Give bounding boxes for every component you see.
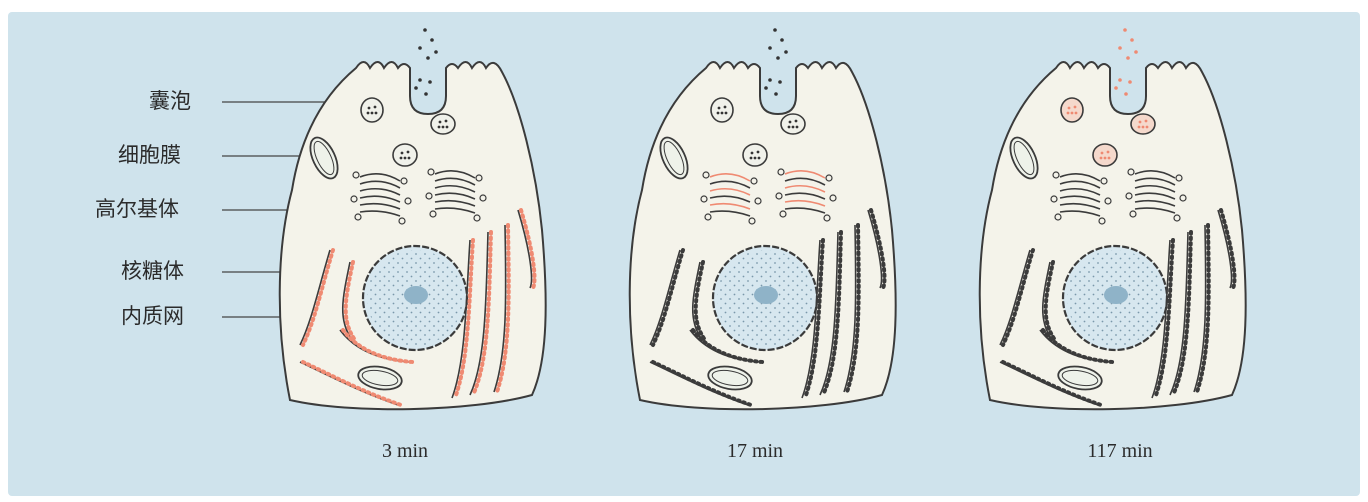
secretory-vesicle — [743, 144, 767, 166]
caption-17-min: 17 min — [695, 440, 815, 463]
nucleolus — [754, 286, 778, 304]
secretory-vesicle — [393, 144, 417, 166]
secreted-granule — [1118, 46, 1122, 50]
caption-117-min: 117 min — [1060, 440, 1180, 463]
secreted-granule — [1134, 50, 1138, 54]
secretory-vesicle — [361, 98, 383, 122]
secreted-granule — [780, 38, 784, 42]
pocket-granule — [1128, 80, 1132, 84]
secreted-granule — [773, 28, 777, 32]
secreted-granule — [434, 50, 438, 54]
secreted-granule — [776, 56, 780, 60]
secreted-granule — [1126, 56, 1130, 60]
label-ribosome: 核糖体 — [121, 259, 184, 283]
cell-3 — [980, 28, 1246, 409]
caption-3-min: 3 min — [345, 440, 465, 463]
secreted-granule — [768, 46, 772, 50]
pocket-granule — [418, 78, 422, 82]
secretory-vesicle — [781, 114, 805, 134]
secreted-granule — [426, 56, 430, 60]
cells-group — [280, 28, 1246, 409]
secretory-vesicle — [1131, 114, 1155, 134]
label-er: 内质网 — [121, 304, 184, 328]
pocket-granule — [1124, 92, 1128, 96]
pocket-granule — [1118, 78, 1122, 82]
pocket-granule — [778, 80, 782, 84]
secretory-vesicle — [1093, 144, 1117, 166]
label-golgi: 高尔基体 — [95, 197, 179, 221]
cell-2 — [630, 28, 896, 409]
nucleus — [713, 246, 817, 350]
cell-1 — [280, 28, 546, 409]
nucleus — [1063, 246, 1167, 350]
pocket-granule — [414, 86, 418, 90]
pocket-granule — [774, 92, 778, 96]
pocket-granule — [1114, 86, 1118, 90]
label-vesicle: 囊泡 — [149, 89, 191, 113]
secretory-vesicle — [1061, 98, 1083, 122]
secreted-granule — [418, 46, 422, 50]
pocket-granule — [424, 92, 428, 96]
secreted-granule — [1130, 38, 1134, 42]
secretory-vesicle — [711, 98, 733, 122]
nucleus — [363, 246, 467, 350]
label-cell-membrane: 细胞膜 — [118, 143, 181, 167]
secreted-granule — [784, 50, 788, 54]
secreted-granule — [430, 38, 434, 42]
secreted-granule — [1123, 28, 1127, 32]
nucleolus — [1104, 286, 1128, 304]
secreted-granule — [423, 28, 427, 32]
pocket-granule — [428, 80, 432, 84]
pocket-granule — [764, 86, 768, 90]
nucleolus — [404, 286, 428, 304]
secretory-vesicle — [431, 114, 455, 134]
pocket-granule — [768, 78, 772, 82]
